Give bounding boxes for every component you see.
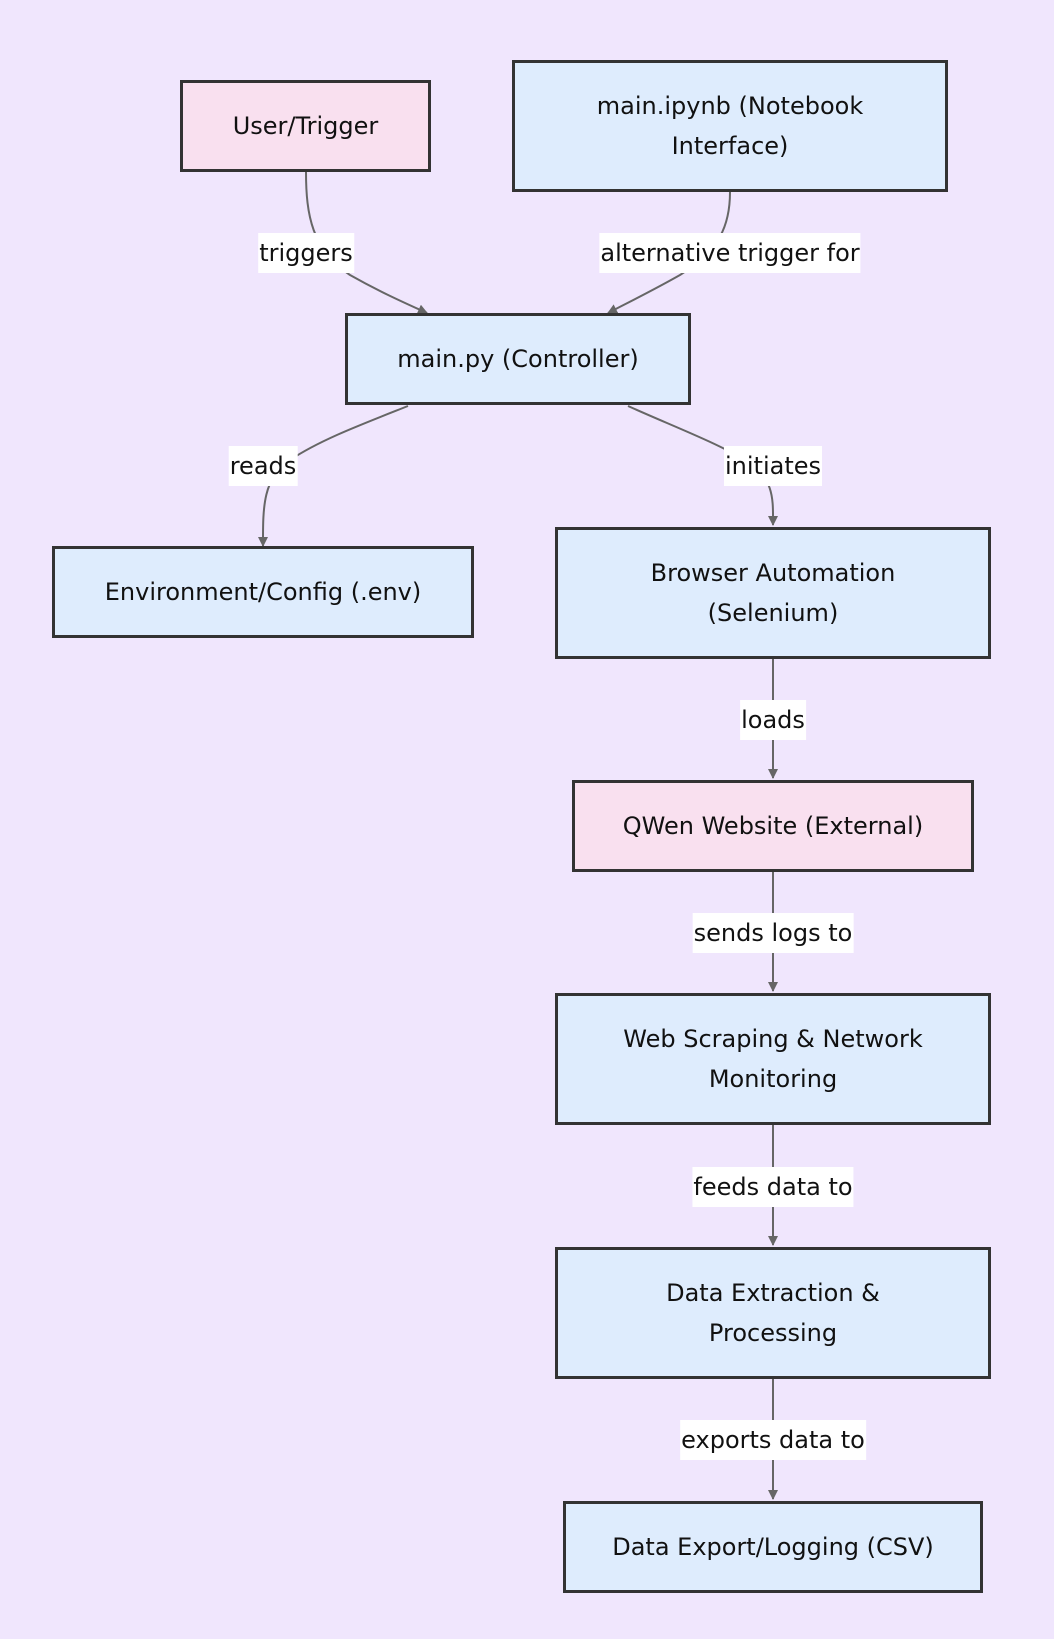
node-user-trigger-label: User/Trigger xyxy=(232,112,379,140)
edge-label-loads: loads xyxy=(740,700,806,740)
edge-label-exports-data: exports data to xyxy=(680,1420,866,1460)
node-browser-automation-label: Browser Automation (Selenium) xyxy=(650,559,896,627)
node-env-config-label: Environment/Config (.env) xyxy=(104,578,422,606)
node-data-export: Data Export/Logging (CSV) xyxy=(563,1501,983,1593)
node-notebook: main.ipynb (Notebook Interface) xyxy=(512,60,948,192)
edge-label-sends-logs: sends logs to xyxy=(692,913,854,953)
node-data-extraction-label: Data Extraction & Processing xyxy=(666,1279,880,1347)
node-controller: main.py (Controller) xyxy=(345,313,691,405)
node-env-config: Environment/Config (.env) xyxy=(52,546,474,638)
node-web-scraping: Web Scraping & Network Monitoring xyxy=(555,993,991,1125)
node-qwen-website-label: QWen Website (External) xyxy=(622,812,924,840)
node-web-scraping-label: Web Scraping & Network Monitoring xyxy=(623,1025,923,1093)
edge-label-initiates: initiates xyxy=(723,446,823,486)
node-notebook-label: main.ipynb (Notebook Interface) xyxy=(596,92,864,160)
node-data-extraction: Data Extraction & Processing xyxy=(555,1247,991,1379)
node-controller-label: main.py (Controller) xyxy=(397,345,639,373)
edge-user-to-controller xyxy=(305,171,428,314)
edge-label-triggers: triggers xyxy=(258,233,354,273)
node-data-export-label: Data Export/Logging (CSV) xyxy=(612,1533,934,1561)
edge-label-reads: reads xyxy=(228,446,298,486)
node-browser-automation: Browser Automation (Selenium) xyxy=(555,527,991,659)
edge-label-alternative-trigger: alternative trigger for xyxy=(599,233,861,273)
edge-label-feeds-data: feeds data to xyxy=(692,1167,854,1207)
node-user-trigger: User/Trigger xyxy=(180,80,431,172)
node-qwen-website: QWen Website (External) xyxy=(572,780,974,872)
edge-notebook-to-controller xyxy=(607,191,731,314)
